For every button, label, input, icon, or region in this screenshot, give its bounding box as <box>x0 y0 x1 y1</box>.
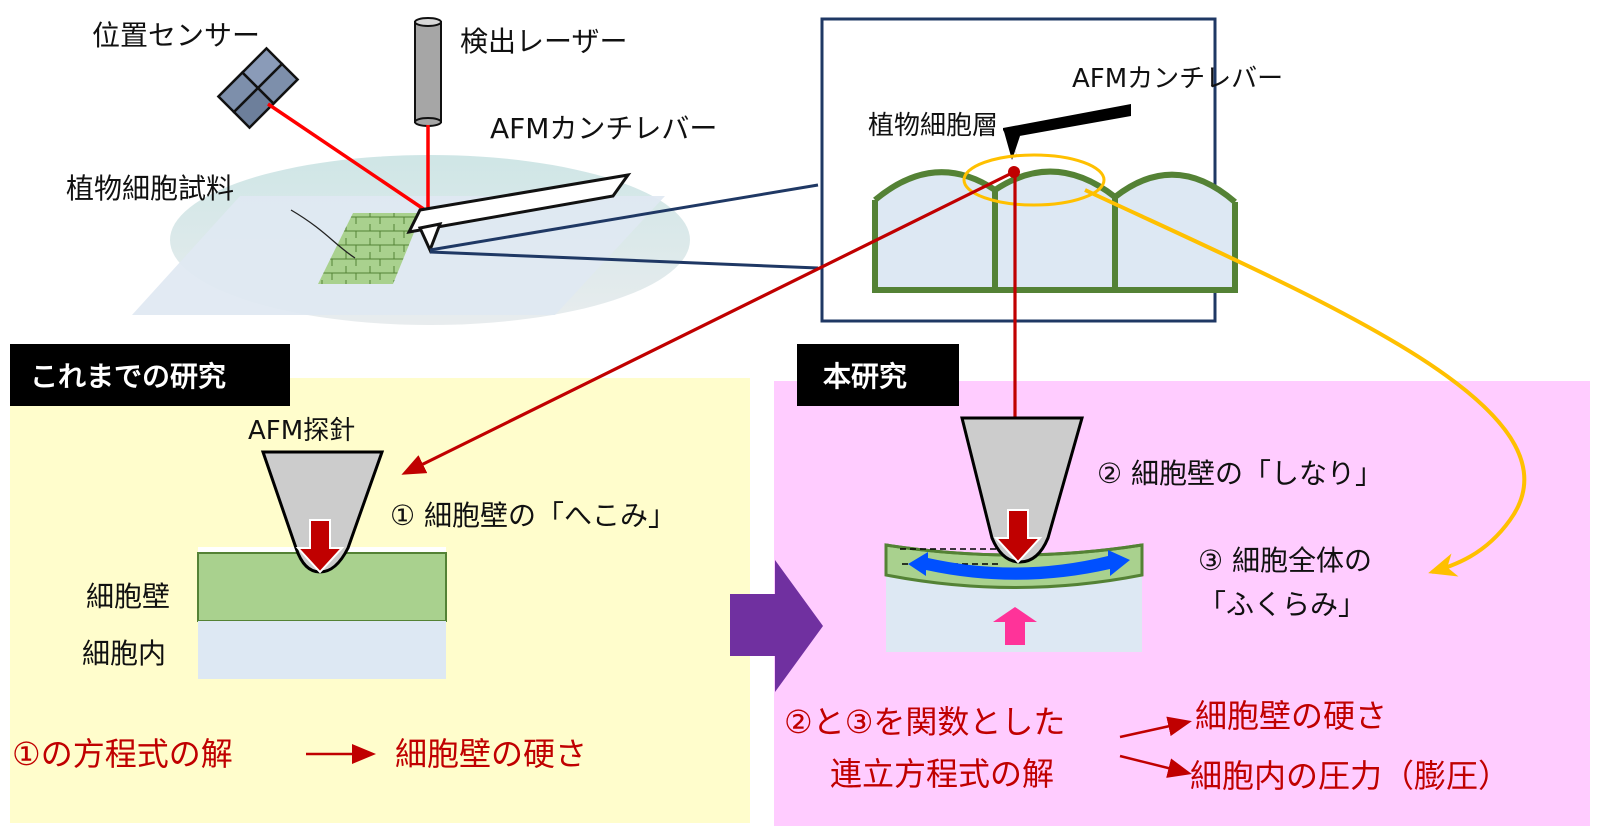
afm-cantilever-3d <box>406 172 632 234</box>
plant-cell-layer-label: 植物細胞層 <box>868 111 999 141</box>
arrow-to-bulge <box>1084 188 1527 577</box>
plant-sample-label: 植物細胞試料 <box>66 172 235 205</box>
simultaneous-eq-line2: 連立方程式の解 <box>830 755 1055 793</box>
afm-cantilever-label: AFMカンチレバー <box>490 112 718 145</box>
cell-interior-label: 細胞内 <box>82 637 167 670</box>
tension-arrow <box>908 550 1130 580</box>
down-force-arrow-this <box>993 509 1043 564</box>
laser-beam-reflected <box>267 102 429 214</box>
contact-point <box>1008 166 1020 178</box>
afm-probe-this <box>960 416 1084 564</box>
bulge-label-line2: 「ふくらみ」 <box>1198 588 1367 621</box>
detection-laser-label: 検出レーザー <box>460 25 628 58</box>
afm-probe-label: AFM探針 <box>248 416 356 446</box>
prior-research-tag: これまでの研究 <box>10 344 290 406</box>
zoom-line-top <box>429 183 819 252</box>
plant-cell-layer-drawing <box>872 168 1238 293</box>
output-turgor-pressure: 細胞内の圧力（膨圧） <box>1190 757 1511 795</box>
output-wall-stiffness: 細胞壁の硬さ <box>1195 697 1388 735</box>
transition-arrow <box>730 560 823 692</box>
bend-label: ② 細胞壁の「しなり」 <box>1097 457 1384 490</box>
turgor-pressure-arrow <box>993 607 1037 645</box>
prior-research-diagram <box>197 450 447 679</box>
prior-result-stiffness: 細胞壁の硬さ <box>395 735 588 773</box>
arrow-to-output-2 <box>1119 754 1192 778</box>
indent-label: ① 細胞壁の「へこみ」 <box>390 499 677 532</box>
simultaneous-eq-line1: ②と③を関数とした <box>784 703 1066 741</box>
inset-afm-cantilever-label: AFMカンチレバー <box>1072 64 1284 94</box>
plant-sample-tissue <box>318 213 422 284</box>
arrow-to-output-1 <box>1119 716 1192 739</box>
down-force-arrow-prior <box>295 519 345 574</box>
bulge-label-line1: ③ 細胞全体の <box>1198 544 1373 577</box>
this-research-diagram <box>884 416 1144 652</box>
arrow-to-indent <box>401 170 1015 475</box>
afm-cantilever-black <box>1003 104 1131 158</box>
zoom-line-bottom <box>429 250 819 270</box>
position-sensor-label: 位置センサー <box>92 19 261 52</box>
cell-interior-block <box>198 621 446 679</box>
afm-tip-3d <box>417 221 443 254</box>
this-research-tag: 本研究 <box>797 344 959 406</box>
afm-setup-illustration <box>132 17 819 325</box>
detection-laser-icon <box>414 17 442 127</box>
prior-result-equation: ①の方程式の解 <box>12 735 233 773</box>
position-sensor-icon <box>216 46 300 130</box>
cell-wall-label: 細胞壁 <box>86 580 171 613</box>
afm-tip-black <box>1003 128 1020 160</box>
focus-ellipse <box>962 153 1106 207</box>
sample-pointer-line <box>290 209 356 259</box>
